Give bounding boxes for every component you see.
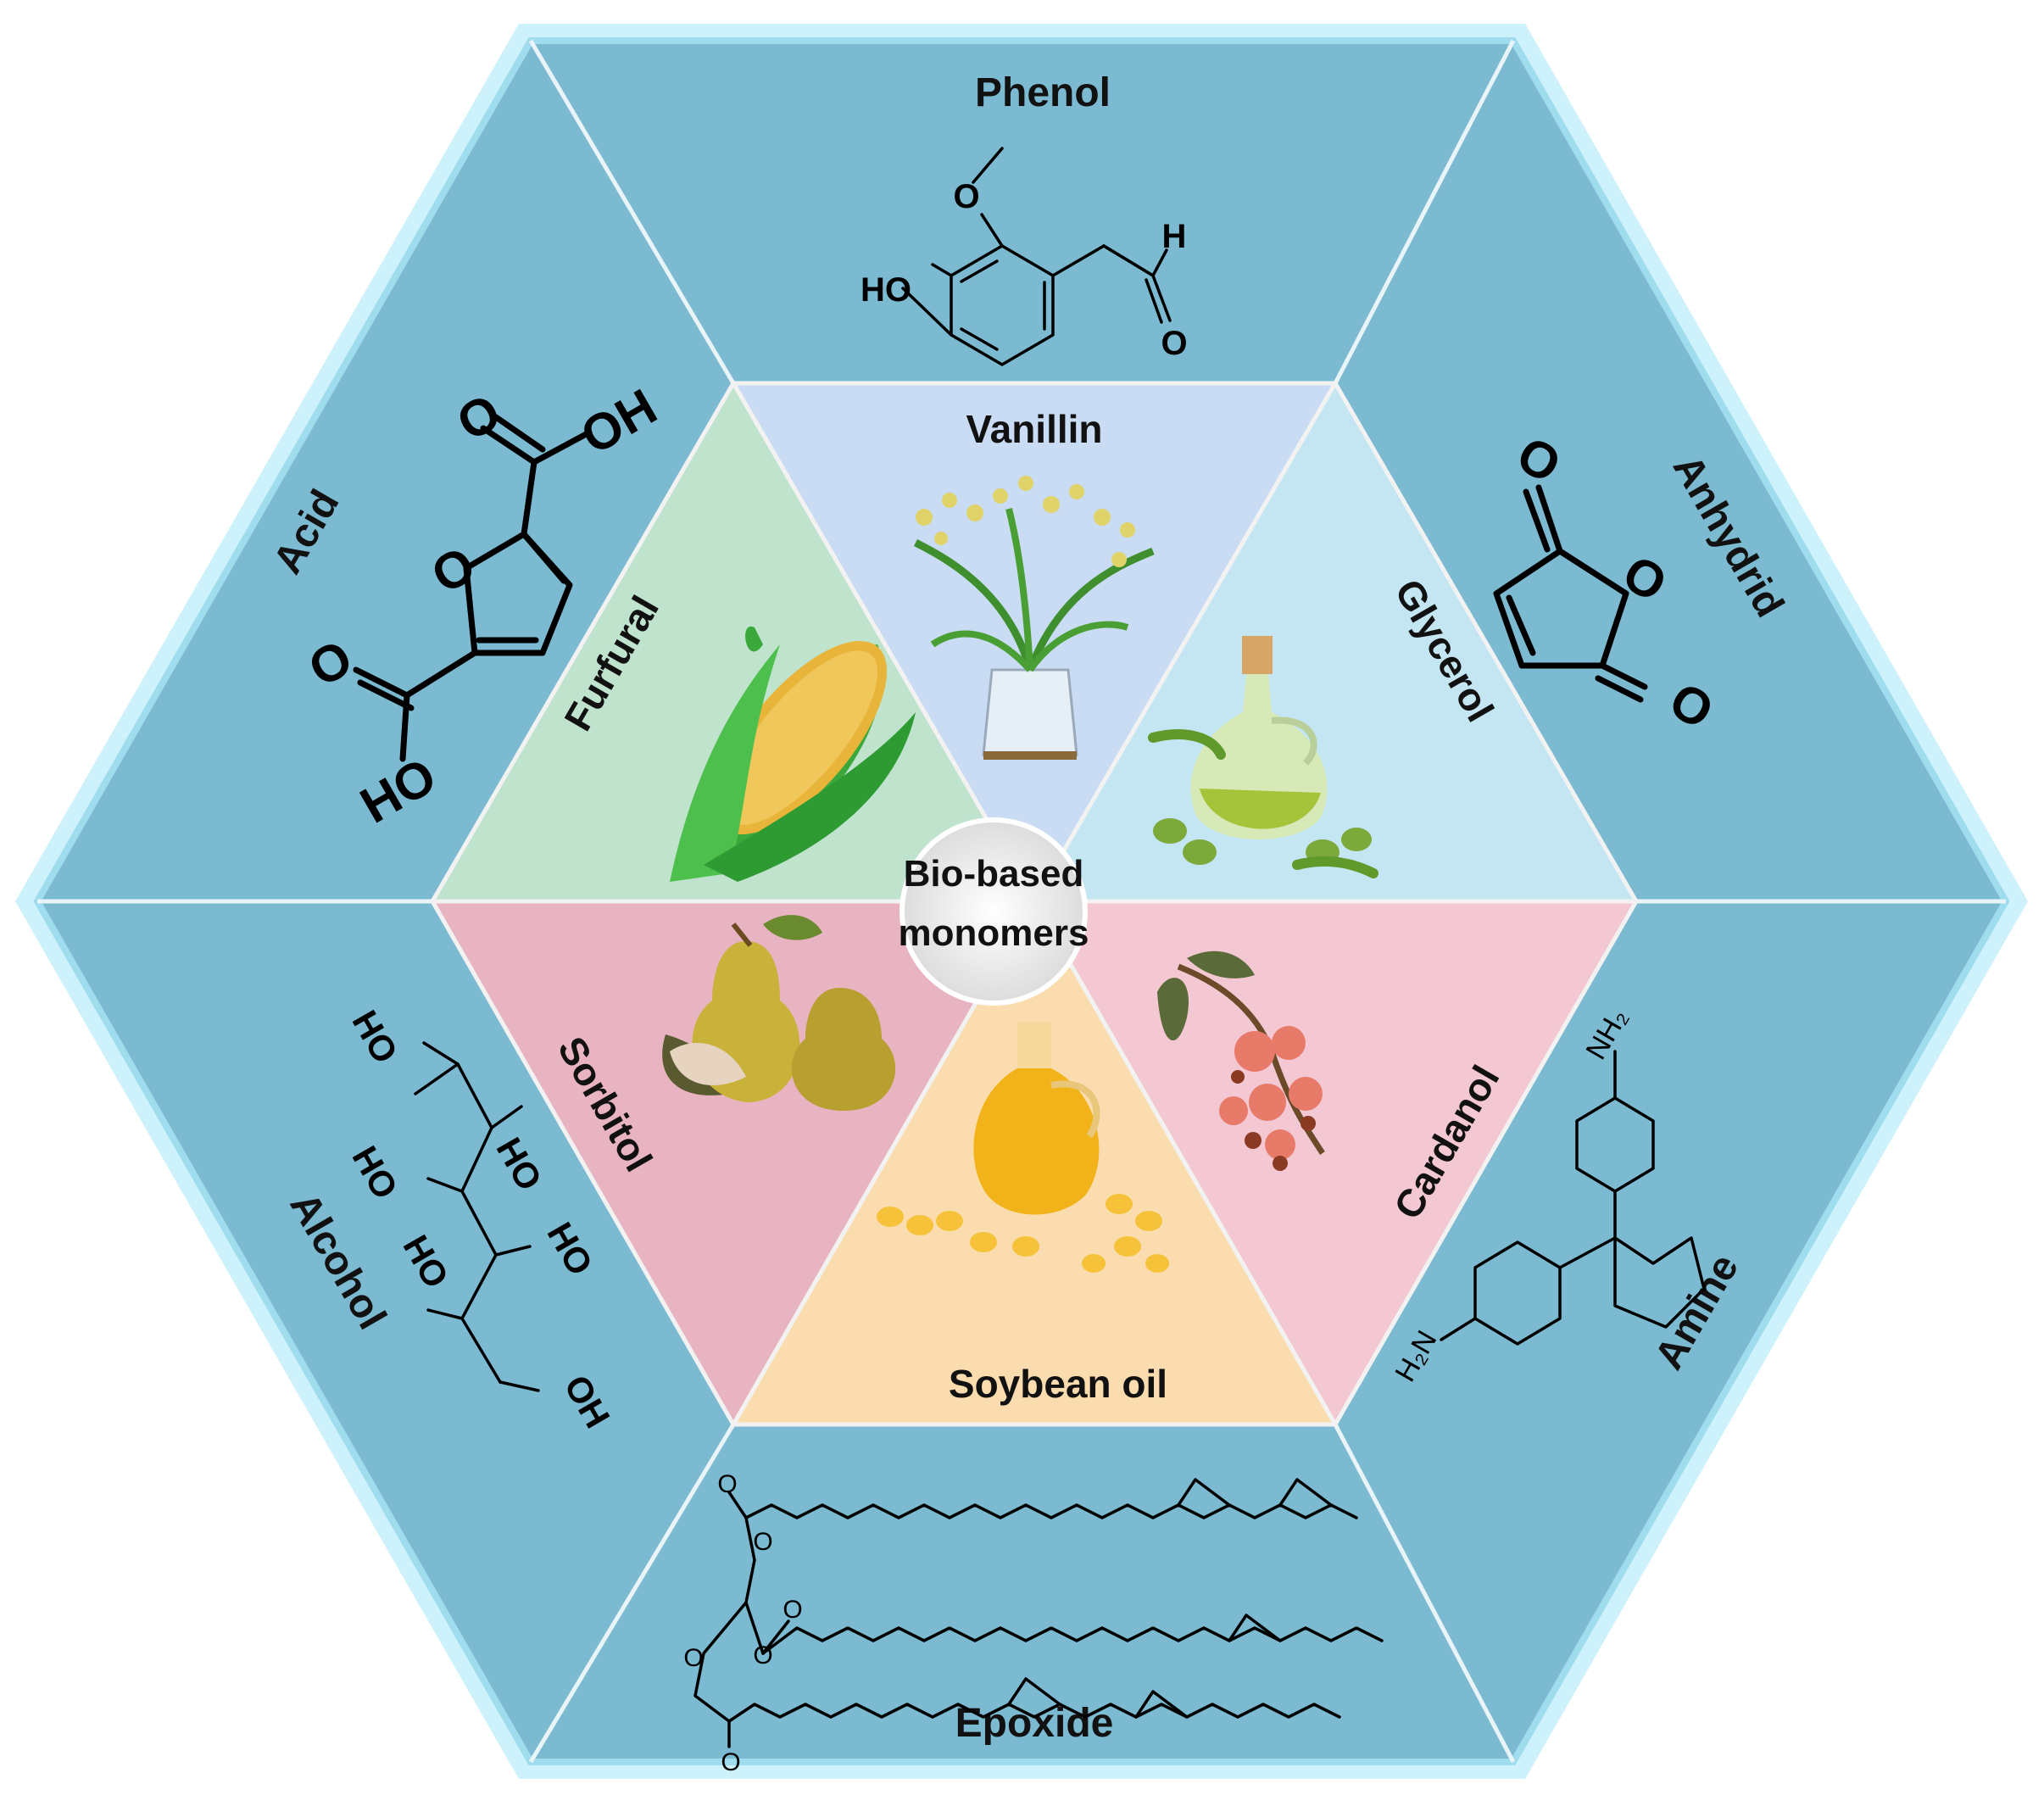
center-label-line1: Bio-based — [904, 853, 1084, 895]
chem-o: O — [683, 1644, 703, 1672]
chem-o: O — [783, 1596, 802, 1624]
chem-o: O — [721, 1748, 740, 1776]
cashew-fruit-icon — [1157, 950, 1325, 1171]
vanillin-structure: O HO H O — [860, 147, 1188, 366]
label-phenol: Phenol — [975, 70, 1111, 115]
olive-oil-bottle-icon — [1148, 636, 1378, 878]
corn-icon — [670, 626, 916, 882]
chem-o: O — [753, 1642, 772, 1670]
chem-o: O — [1161, 325, 1187, 362]
chem-ho: HO — [860, 271, 911, 309]
pear-icon — [662, 915, 896, 1111]
chem-o: O — [953, 178, 979, 215]
outer-dividers — [37, 39, 2006, 1764]
center-circle: Bio-based monomers — [899, 817, 1089, 1006]
orchid-plant-icon — [913, 476, 1155, 760]
chem-o: O — [753, 1528, 772, 1556]
soybean-oil-flask-icon — [877, 1022, 1169, 1273]
center-label-line2: monomers — [899, 912, 1089, 954]
chem-h: H — [1162, 218, 1187, 255]
label-epoxide: Epoxide — [955, 1701, 1114, 1746]
label-vanillin: Vanillin — [966, 407, 1102, 451]
epoxide-structure: O O O O O O — [683, 1470, 1384, 1776]
chem-o: O — [717, 1470, 737, 1498]
label-soybean: Soybean oil — [949, 1362, 1167, 1406]
